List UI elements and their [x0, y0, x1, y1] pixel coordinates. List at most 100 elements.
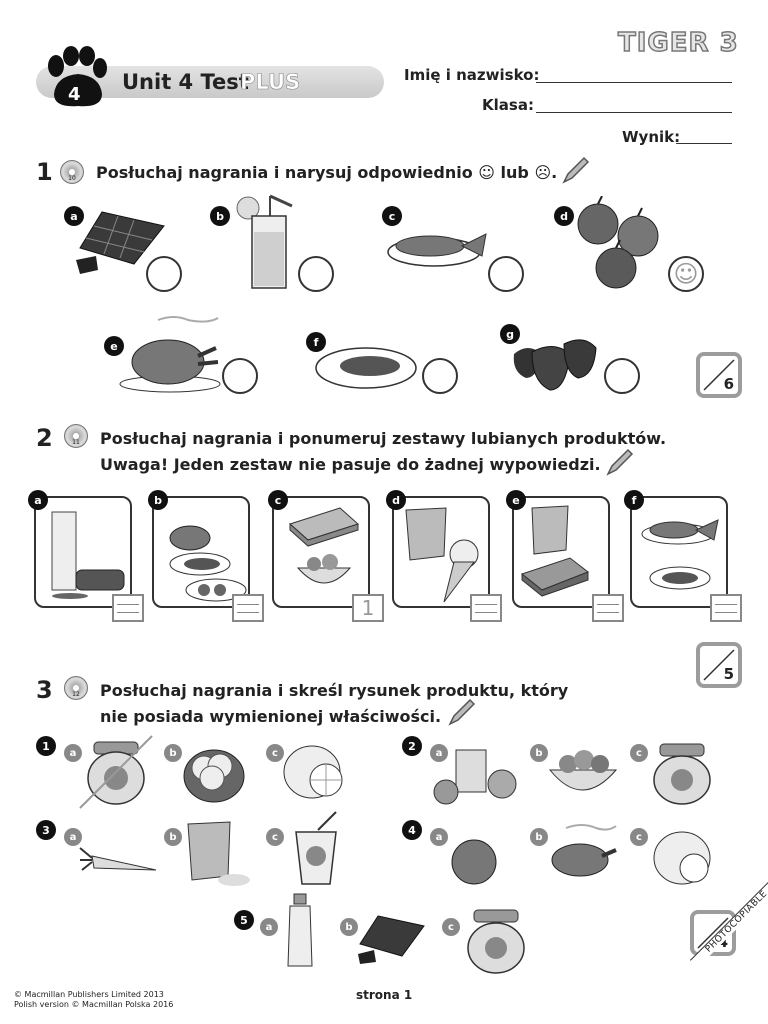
option-letter: c [442, 918, 460, 936]
task-3-instruction-line2: nie posiada wymienionej właściwości. [100, 707, 442, 726]
task-2-score-box: 5 [696, 642, 742, 688]
strawberries-image [513, 339, 597, 391]
copyright-line-2: Polish version © Macmillan Polska 2016 [14, 1000, 174, 1009]
cd-icon: 11 [64, 424, 88, 448]
group-number-badge: 4 [402, 820, 422, 840]
panel-letter-badge: b [148, 490, 168, 510]
chocolate-image [76, 211, 165, 274]
answer-box[interactable] [112, 594, 144, 622]
option-letter: b [340, 918, 358, 936]
answer-circle[interactable]: ☺ [668, 256, 704, 292]
name-field[interactable] [536, 82, 732, 83]
task-1-instruction: Posłuchaj nagrania i narysuj odpowiednio… [96, 163, 558, 182]
group-number-badge: 1 [36, 736, 56, 756]
pencil-icon [606, 448, 634, 476]
food-set-panel-e [512, 496, 610, 608]
option-letter: c [630, 828, 648, 846]
answer-circle[interactable] [422, 358, 458, 394]
crisps-image[interactable] [180, 820, 252, 888]
answer-box[interactable] [470, 594, 502, 622]
pencil-icon [562, 156, 590, 184]
option-letter: c [630, 744, 648, 762]
unit-plus-label: PLUS [240, 70, 301, 95]
page-number: strona 1 [356, 988, 413, 1002]
item-letter-badge: a [64, 206, 84, 226]
item-letter-badge: e [104, 336, 124, 356]
item-letter-badge: b [210, 206, 230, 226]
chocolate-image[interactable] [354, 910, 428, 968]
crisps-sandwiches-image [520, 505, 590, 597]
task-2-number: 2 [36, 424, 53, 452]
panel-letter-badge: f [624, 490, 644, 510]
paw-icon [48, 46, 107, 107]
item-letter-badge: c [382, 206, 402, 226]
option-letter: a [260, 918, 278, 936]
class-label: Klasa: [482, 96, 534, 114]
water-bottle-image[interactable] [282, 892, 318, 972]
food-set-panel-c [272, 496, 370, 608]
cd-icon: 12 [64, 676, 88, 700]
pencil-icon [448, 698, 476, 726]
option-letter: a [64, 744, 82, 762]
chicken-peas-meatballs-image [169, 525, 247, 602]
task-2-instruction-line1: Posłuchaj nagrania i ponumeruj zestawy l… [100, 429, 667, 448]
lemon-image[interactable] [652, 826, 718, 892]
carrot-image[interactable] [78, 840, 160, 880]
class-field[interactable] [536, 112, 732, 113]
food-set-panel-d [392, 496, 490, 608]
answer-circle[interactable] [146, 256, 182, 292]
tiger-logo: TIGER 3 [617, 27, 739, 59]
food-set-panel-a [34, 496, 132, 608]
food-set-panel-b [152, 496, 250, 608]
orange-image[interactable] [450, 832, 500, 888]
panel-letter-badge: a [28, 490, 48, 510]
option-letter: b [530, 744, 548, 762]
apples-image [577, 196, 659, 289]
option-letter: b [530, 828, 548, 846]
honey-jar-image[interactable] [460, 904, 532, 976]
answer-box[interactable] [710, 594, 742, 622]
option-letter: c [266, 828, 284, 846]
lemon-image[interactable] [282, 740, 348, 806]
milk-tin-image [51, 511, 125, 599]
option-letter: c [266, 744, 284, 762]
salad-image[interactable] [546, 740, 620, 806]
answer-circle[interactable] [222, 358, 258, 394]
fish-peas-image [641, 519, 719, 590]
smiley-answer: ☺ [673, 260, 699, 288]
panel-letter-badge: e [506, 490, 526, 510]
answer-box[interactable] [232, 594, 264, 622]
juice-cup-image[interactable] [288, 810, 344, 890]
answer-circle[interactable] [488, 256, 524, 292]
fish-image [387, 233, 487, 267]
task-2-max-score: 5 [723, 665, 734, 683]
option-letter: b [164, 828, 182, 846]
option-letter: a [430, 828, 448, 846]
panel-letter-badge: d [386, 490, 406, 510]
option-letter: b [164, 744, 182, 762]
answer-box[interactable]: 1 [352, 594, 384, 622]
group-number-badge: 2 [402, 736, 422, 756]
chicken-image[interactable] [546, 820, 620, 884]
task-3-instruction-line1: Posłuchaj nagrania i skreśl rysunek prod… [100, 681, 569, 700]
option-letter: a [64, 828, 82, 846]
cauliflower-image[interactable] [180, 740, 250, 806]
crisps-icecream-image [405, 507, 479, 603]
group-number-badge: 5 [234, 910, 254, 930]
task-1-max-score: 6 [723, 375, 734, 393]
answer-circle[interactable] [298, 256, 334, 292]
honey-jar-image[interactable] [78, 734, 158, 810]
score-label: Wynik: [622, 128, 681, 146]
answer-circle[interactable] [604, 358, 640, 394]
peas-image [315, 347, 417, 389]
answer-box[interactable] [592, 594, 624, 622]
name-label: Imię i nazwisko: [404, 66, 540, 84]
unit-title: Unit 4 Test [122, 70, 249, 94]
item-letter-badge: g [500, 324, 520, 344]
honey-jar-image[interactable] [646, 738, 720, 808]
copyright-line-1: © Macmillan Publishers Limited 2013 [14, 990, 164, 999]
score-field[interactable] [676, 143, 732, 144]
sandwich-salad-image [289, 507, 359, 584]
chicken-image [119, 316, 221, 393]
orange-juice-image[interactable] [432, 744, 528, 806]
